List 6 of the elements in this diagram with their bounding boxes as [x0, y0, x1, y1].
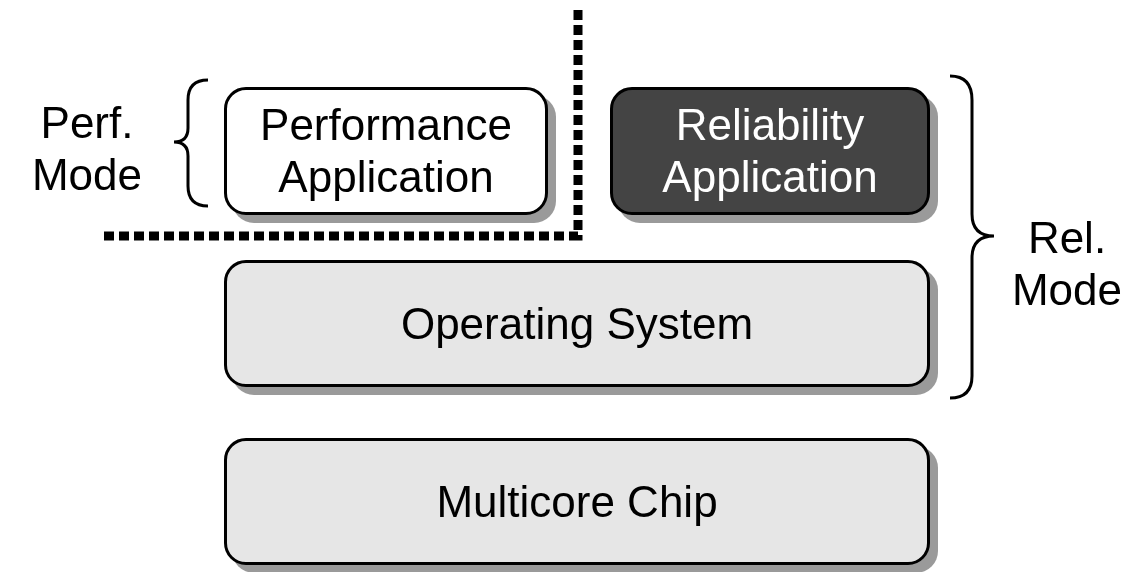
layer-label: Operating System	[400, 297, 754, 350]
layer-label: Performance Application	[259, 99, 513, 203]
mode-label: Rel. Mode	[1010, 212, 1124, 316]
layer-label: Multicore Chip	[436, 475, 718, 528]
layer-label: Reliability Application	[661, 99, 879, 203]
mode-label: Perf. Mode	[30, 97, 144, 201]
